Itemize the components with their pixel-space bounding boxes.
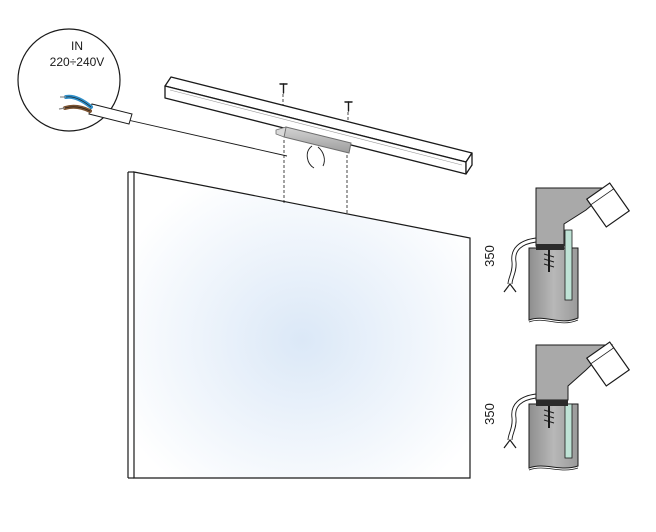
power-input-inset: IN 220÷240V [17,28,133,132]
lamp-bar [164,76,473,175]
inset-label-in: IN [71,39,83,53]
screw-icon [279,83,288,94]
mirror-panel [127,171,471,479]
screw-icon [344,101,353,112]
detail-view-bottom: 350 [482,341,631,471]
mounting-bracket [275,126,352,154]
detail-view-top: 350 [482,182,631,324]
inset-label-voltage: 220÷240V [50,55,105,69]
dimension-label-bottom: 350 [482,403,497,425]
dimension-label-top: 350 [482,245,497,267]
